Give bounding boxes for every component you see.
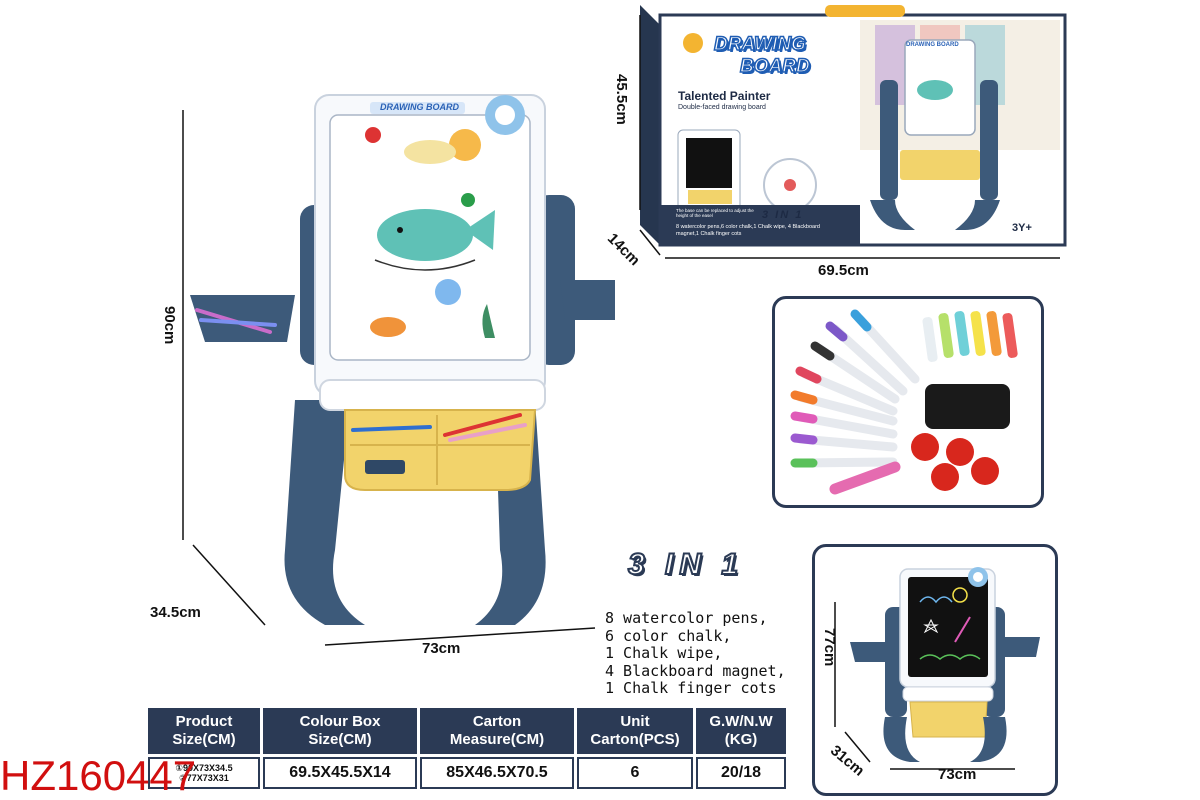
box-dim-lines — [639, 15, 1060, 259]
contents-item: 1 Chalk finger cots — [605, 679, 777, 697]
box-title-line1: DRAWING — [713, 33, 806, 56]
box-title-line2: BOARD — [739, 55, 810, 78]
spec-table-row: ①90X73X34.5 ②77X73X31 69.5X45.5X14 85X46… — [148, 757, 786, 789]
accessories-card — [772, 296, 1044, 508]
box-contents: 8 watercolor pens,6 color chalk,1 Chalk … — [676, 224, 820, 237]
main-height-dim: 90cm — [161, 306, 178, 345]
box-board-label: DRAWING BOARD — [906, 42, 959, 48]
contents-item: 4 Blackboard magnet, — [605, 661, 786, 680]
header-carton-measure: Carton Measure(CM) — [420, 708, 574, 754]
cell-colour-box-size: 69.5X45.5X14 — [263, 757, 417, 789]
header-product-size: Product Size(CM) — [148, 708, 260, 754]
colour-box-illustration — [640, 5, 1067, 247]
spec-table-header-row: Product Size(CM) Colour Box Size(CM) Car… — [148, 708, 786, 754]
blackboard-card — [812, 544, 1058, 796]
cell-unit-carton: 6 — [577, 757, 693, 789]
box-tagline: Double-faced drawing board — [678, 104, 766, 111]
header-colour-box-size: Colour Box Size(CM) — [263, 708, 417, 754]
box-width-dim: 69.5cm — [818, 262, 869, 279]
accessories-illustration — [790, 309, 1018, 495]
three-in-one-heading: 3 IN 1 — [627, 547, 745, 582]
cell-carton-measure: 85X46.5X70.5 — [420, 757, 574, 789]
main-easel-illustration — [182, 94, 615, 646]
main-depth-dim: 34.5cm — [150, 604, 201, 621]
blackboard-width-dim: 73cm — [938, 766, 977, 783]
box-note: The base can be replaced to adjust the h… — [676, 208, 754, 218]
main-width-dim: 73cm — [422, 640, 461, 657]
cell-product-size: ①90X73X34.5 ②77X73X31 — [148, 757, 260, 789]
contents-item: 8 watercolor pens, — [605, 609, 768, 627]
cell-weight: 20/18 — [696, 757, 786, 789]
model-code: HZ160447 — [0, 752, 197, 799]
board-label: DRAWING BOARD — [380, 102, 459, 112]
box-age-badge: 3Y+ — [1012, 222, 1032, 234]
blackboard-easel-illustration — [834, 567, 1040, 770]
blackboard-height-dim: 77cm — [821, 628, 838, 667]
box-subtitle: Talented Painter — [678, 89, 771, 103]
contents-list: 8 watercolor pens, 6 color chalk, 1 Chal… — [605, 609, 786, 698]
spec-table: Product Size(CM) Colour Box Size(CM) Car… — [145, 705, 789, 792]
header-weight: G.W/N.W (KG) — [696, 708, 786, 754]
contents-item: 6 color chalk, — [605, 626, 732, 645]
header-unit-carton: Unit Carton(PCS) — [577, 708, 693, 754]
box-height-dim: 45.5cm — [613, 74, 630, 125]
contents-item: 1 Chalk wipe, — [605, 644, 723, 662]
box-3in1-badge: 3 IN 1 — [762, 209, 804, 221]
